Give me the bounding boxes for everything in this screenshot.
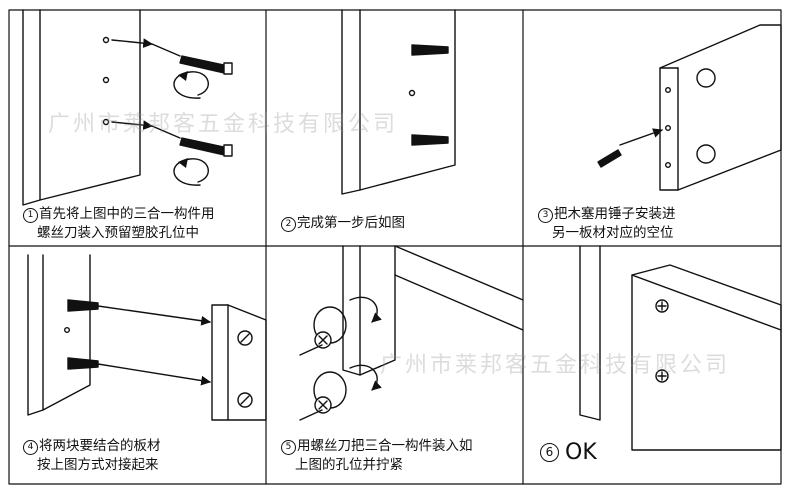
rotate-arrow xyxy=(173,158,209,186)
step-number: 6 xyxy=(540,443,559,462)
cam-bolt-inserted-lower xyxy=(411,134,449,146)
panel-6-drawing xyxy=(579,245,782,451)
step-number: 5 xyxy=(281,440,296,455)
cam-bolt-lower xyxy=(179,137,233,157)
bolt xyxy=(67,299,99,312)
panel-2-drawing xyxy=(341,9,456,195)
wood-dowel xyxy=(597,149,622,168)
arrow xyxy=(111,38,153,48)
rotate-arrow xyxy=(173,71,209,99)
panel-4-drawing xyxy=(27,254,267,421)
cam-bolt-upper xyxy=(179,55,233,75)
step-number: 1 xyxy=(23,208,38,223)
panel-1-drawing xyxy=(22,9,233,206)
cam-lock-lower xyxy=(313,371,347,414)
step-number: 4 xyxy=(23,440,38,455)
cam-bolt-inserted-upper xyxy=(411,44,449,56)
step-number: 2 xyxy=(281,217,296,232)
panel-5-drawing xyxy=(299,245,524,421)
bolt xyxy=(67,357,99,370)
cam-lock-upper xyxy=(313,306,347,349)
panel-1-holes xyxy=(102,36,110,126)
arrow xyxy=(111,120,153,130)
panel-3-drawing xyxy=(597,24,782,191)
step-number: 3 xyxy=(538,208,553,223)
